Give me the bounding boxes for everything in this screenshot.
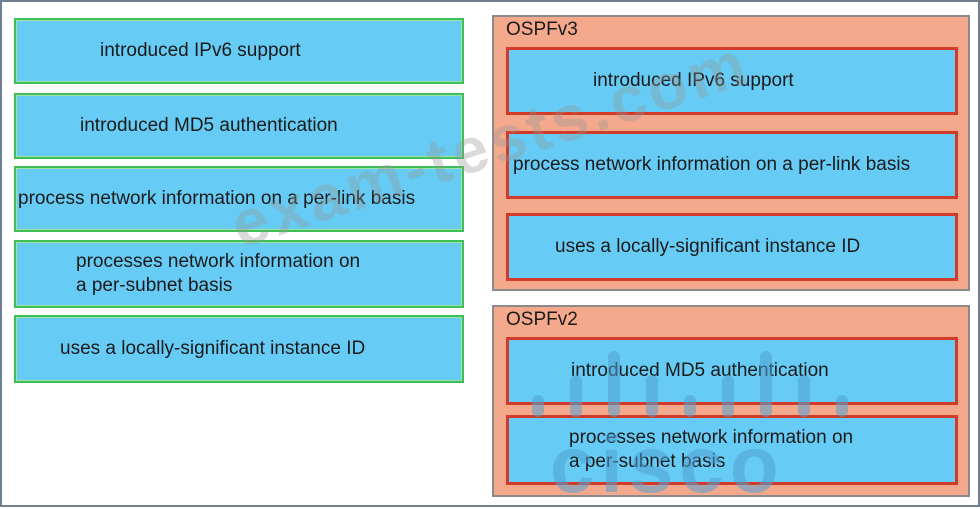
option-label: introduced IPv6 support bbox=[100, 40, 301, 61]
placed-label: introduced MD5 authentication bbox=[571, 360, 829, 381]
placed-label: introduced IPv6 support bbox=[593, 70, 794, 91]
placed-label: uses a locally-significant instance ID bbox=[555, 236, 861, 257]
option-label: processes network information on a per-s… bbox=[76, 251, 361, 296]
placed-per-subnet[interactable]: processes network information on a per-s… bbox=[506, 415, 958, 485]
drop-zone-ospfv2[interactable]: OSPFv2 introduced MD5 authentication pro… bbox=[492, 305, 970, 497]
option-md5-authentication[interactable]: introduced MD5 authentication bbox=[14, 93, 464, 159]
placed-md5-authentication[interactable]: introduced MD5 authentication bbox=[506, 337, 958, 405]
placed-ipv6-support[interactable]: introduced IPv6 support bbox=[506, 47, 958, 115]
option-label: uses a locally-significant instance ID bbox=[60, 338, 366, 359]
option-label: process network information on a per-lin… bbox=[18, 188, 416, 209]
option-instance-id[interactable]: uses a locally-significant instance ID bbox=[14, 315, 464, 383]
placed-instance-id[interactable]: uses a locally-significant instance ID bbox=[506, 213, 958, 281]
option-ipv6-support[interactable]: introduced IPv6 support bbox=[14, 18, 464, 84]
placed-label: process network information on a per-lin… bbox=[513, 154, 911, 175]
zone-title: OSPFv2 bbox=[506, 309, 578, 330]
drop-zone-ospfv3[interactable]: OSPFv3 introduced IPv6 support process n… bbox=[492, 15, 970, 291]
option-per-link[interactable]: process network information on a per-lin… bbox=[14, 166, 464, 232]
option-label: introduced MD5 authentication bbox=[80, 115, 338, 136]
option-per-subnet[interactable]: processes network information on a per-s… bbox=[14, 240, 464, 308]
zone-title: OSPFv3 bbox=[506, 19, 578, 40]
placed-per-link[interactable]: process network information on a per-lin… bbox=[506, 131, 958, 199]
placed-label: processes network information on a per-s… bbox=[569, 427, 854, 472]
